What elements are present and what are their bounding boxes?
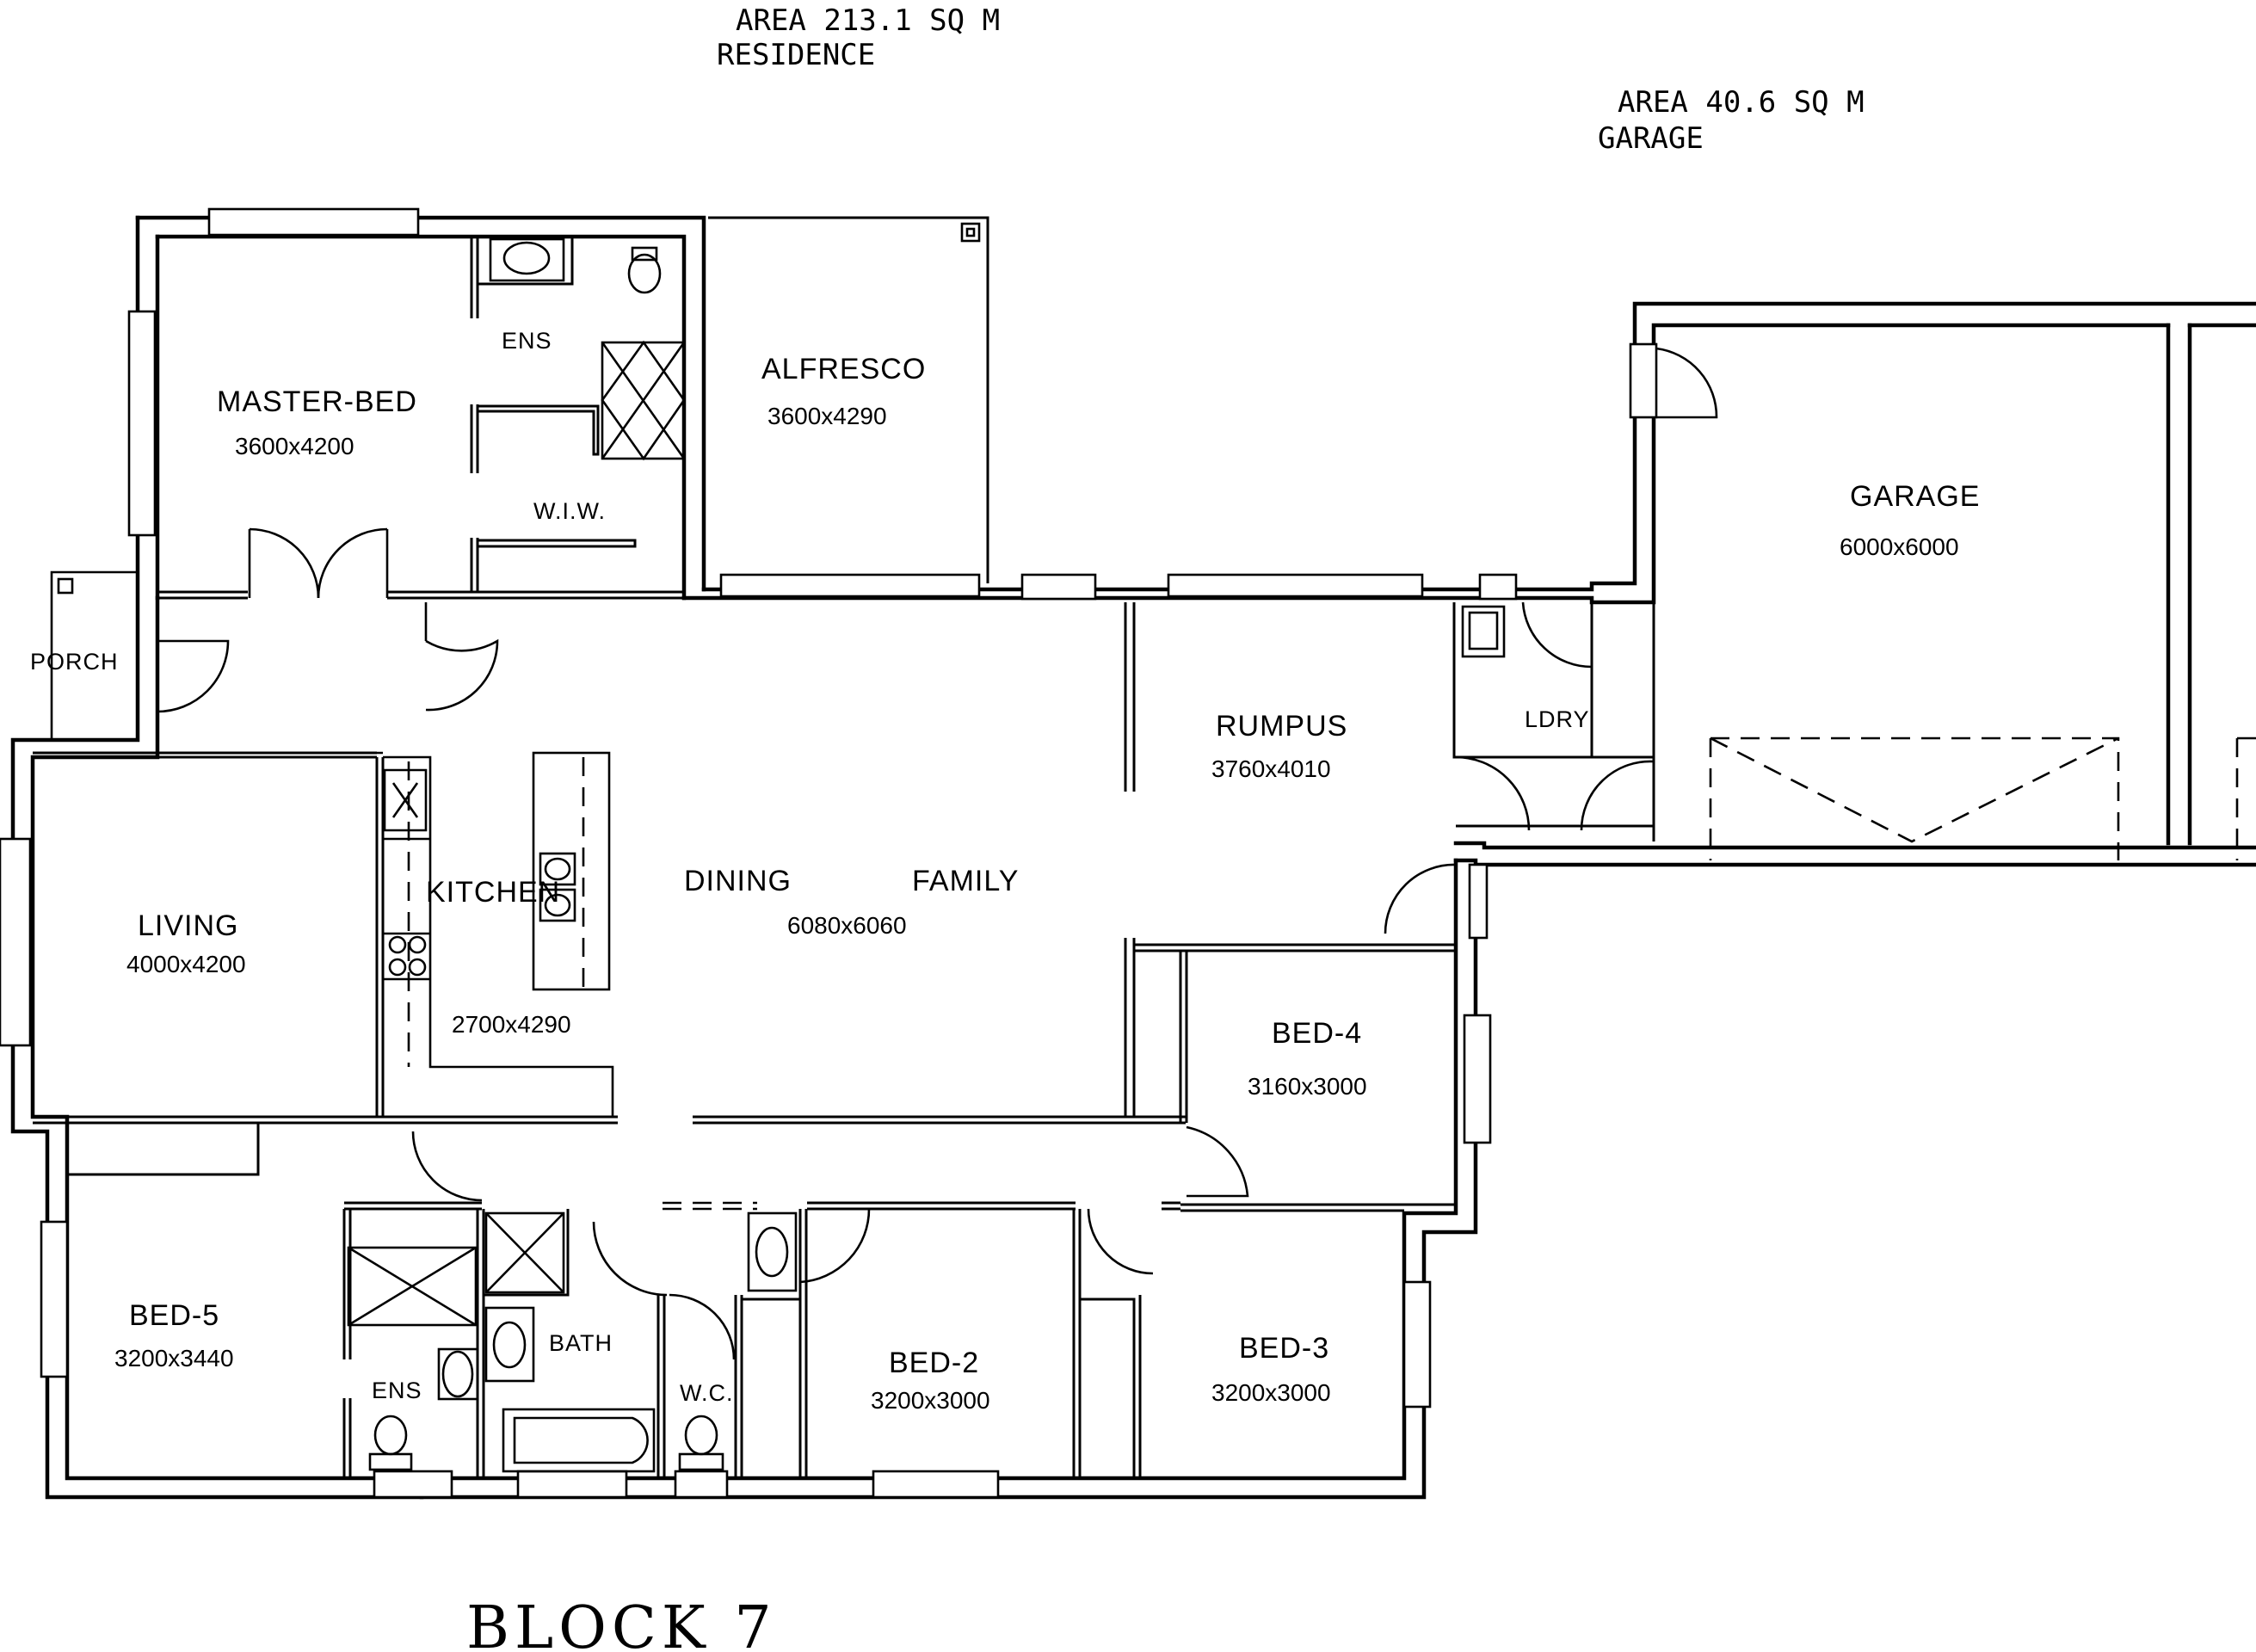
dining-family-size: 6080x6060 <box>787 912 907 939</box>
block-title: BLOCK 7 <box>466 1594 777 1652</box>
living-label: LIVING <box>138 909 238 942</box>
room-labels: MASTER-BED 3600x4200 ENS W.I.W. ALFRESCO… <box>30 328 1980 1414</box>
bed4-label: BED-4 <box>1272 1017 1362 1050</box>
bed5-ensuite-label: ENS <box>372 1378 422 1403</box>
master-bed-size: 3600x4200 <box>235 433 354 459</box>
family-label: FAMILY <box>912 865 1019 897</box>
master-bed-label: MASTER-BED <box>217 385 417 418</box>
residence-area-text: AREA 213.1 SQ M <box>736 3 1000 38</box>
bed5-label: BED-5 <box>129 1299 219 1332</box>
kitchen-size: 2700x4290 <box>452 1011 571 1038</box>
rumpus-label: RUMPUS <box>1216 710 1347 743</box>
wiw-label: W.I.W. <box>533 498 606 524</box>
living-size: 4000x4200 <box>126 951 246 977</box>
bath-label: BATH <box>549 1330 613 1356</box>
laundry-label: LDRY <box>1525 706 1590 732</box>
alfresco-label: ALFRESCO <box>761 353 926 385</box>
fixtures <box>347 222 1506 1473</box>
bed5-size: 3200x3440 <box>114 1345 234 1372</box>
rumpus-size: 3760x4010 <box>1211 755 1331 782</box>
garage-label-text: GARAGE <box>1598 121 1704 156</box>
bed2-size: 3200x3000 <box>871 1387 990 1414</box>
master-ensuite-label: ENS <box>502 328 552 354</box>
interior-walls <box>33 237 2256 1478</box>
garage-room-label: GARAGE <box>1850 480 1980 513</box>
kitchen-label: KITCHEN <box>426 876 560 909</box>
garage-area-text: AREA 40.6 SQ M <box>1618 85 1865 120</box>
garage-room-size: 6000x6000 <box>1840 533 1959 560</box>
door-swings <box>157 347 1718 1360</box>
windows <box>0 207 1658 1499</box>
header-labels: AREA 213.1 SQ M RESIDENCE AREA 40.6 SQ M… <box>717 3 1865 156</box>
dining-label: DINING <box>684 865 792 897</box>
alfresco-size: 3600x4290 <box>767 403 887 429</box>
bed3-label: BED-3 <box>1239 1332 1329 1365</box>
porch-label: PORCH <box>30 649 119 675</box>
bed4-size: 3160x3000 <box>1248 1073 1367 1100</box>
wc-label: W.C. <box>680 1380 734 1406</box>
residence-label-text: RESIDENCE <box>717 38 875 72</box>
bed3-size: 3200x3000 <box>1211 1379 1331 1406</box>
bed2-label: BED-2 <box>889 1347 979 1379</box>
